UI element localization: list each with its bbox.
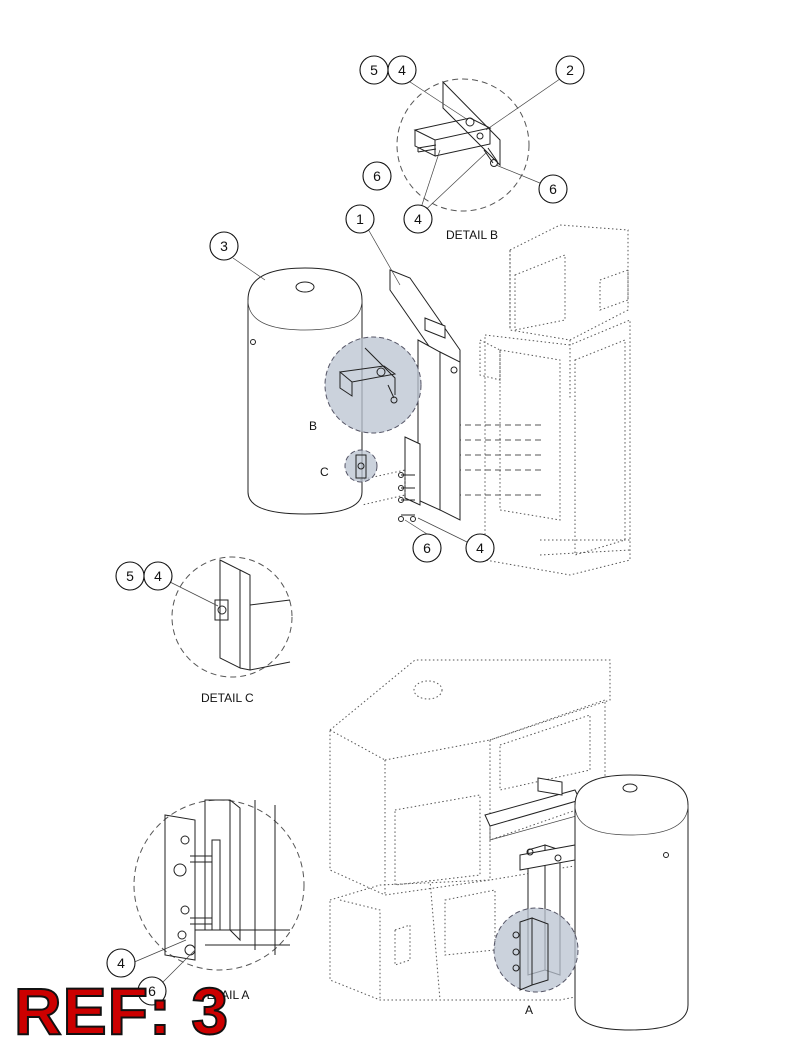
callout-4-detail-b-bottom: 4 bbox=[403, 204, 433, 234]
svg-text:6: 6 bbox=[148, 983, 156, 999]
view-b-label: B bbox=[309, 419, 317, 433]
detail-c-view bbox=[157, 556, 293, 678]
detail-a-label: DETAIL A bbox=[198, 988, 249, 1002]
callout-3: 3 bbox=[209, 231, 239, 261]
svg-text:1: 1 bbox=[356, 211, 364, 227]
callout-4-detail-b-top: 4 bbox=[387, 55, 417, 85]
callout-5-detail-b: 5 bbox=[359, 55, 389, 85]
callout-6-detail-a: 6 bbox=[137, 976, 167, 1006]
detail-b-label: DETAIL B bbox=[446, 228, 498, 242]
detail-c-marker bbox=[344, 449, 378, 483]
view-a-label: A bbox=[525, 1003, 533, 1017]
svg-text:4: 4 bbox=[398, 62, 406, 78]
svg-text:4: 4 bbox=[117, 955, 125, 971]
svg-text:6: 6 bbox=[549, 181, 557, 197]
main-assembly-view bbox=[232, 224, 631, 576]
detail-b-view bbox=[396, 71, 571, 218]
callout-2: 2 bbox=[555, 55, 585, 85]
ref-stamp: REF: 3 bbox=[13, 974, 230, 1048]
installed-assembly-view bbox=[329, 659, 689, 1031]
svg-text:5: 5 bbox=[126, 568, 134, 584]
svg-text:2: 2 bbox=[566, 62, 574, 78]
callout-6-detail-b-left: 6 bbox=[362, 161, 392, 191]
detail-a-view bbox=[131, 799, 305, 986]
svg-text:6: 6 bbox=[423, 540, 431, 556]
callout-4-detail-c: 4 bbox=[143, 561, 173, 591]
callout-5-detail-c: 5 bbox=[115, 561, 145, 591]
callout-4-detail-a: 4 bbox=[106, 948, 136, 978]
svg-text:5: 5 bbox=[370, 62, 378, 78]
detail-a-marker bbox=[493, 907, 579, 993]
view-c-label: C bbox=[320, 465, 329, 479]
detail-b-marker bbox=[324, 336, 422, 434]
svg-text:6: 6 bbox=[373, 168, 381, 184]
callout-4-main: 4 bbox=[465, 533, 495, 563]
callout-1: 1 bbox=[345, 204, 375, 234]
callout-6-detail-b-right: 6 bbox=[538, 174, 568, 204]
svg-text:3: 3 bbox=[220, 238, 228, 254]
detail-c-label: DETAIL C bbox=[201, 691, 254, 705]
svg-text:4: 4 bbox=[154, 568, 162, 584]
svg-text:4: 4 bbox=[414, 211, 422, 227]
svg-text:4: 4 bbox=[476, 540, 484, 556]
callout-6-main: 6 bbox=[412, 533, 442, 563]
